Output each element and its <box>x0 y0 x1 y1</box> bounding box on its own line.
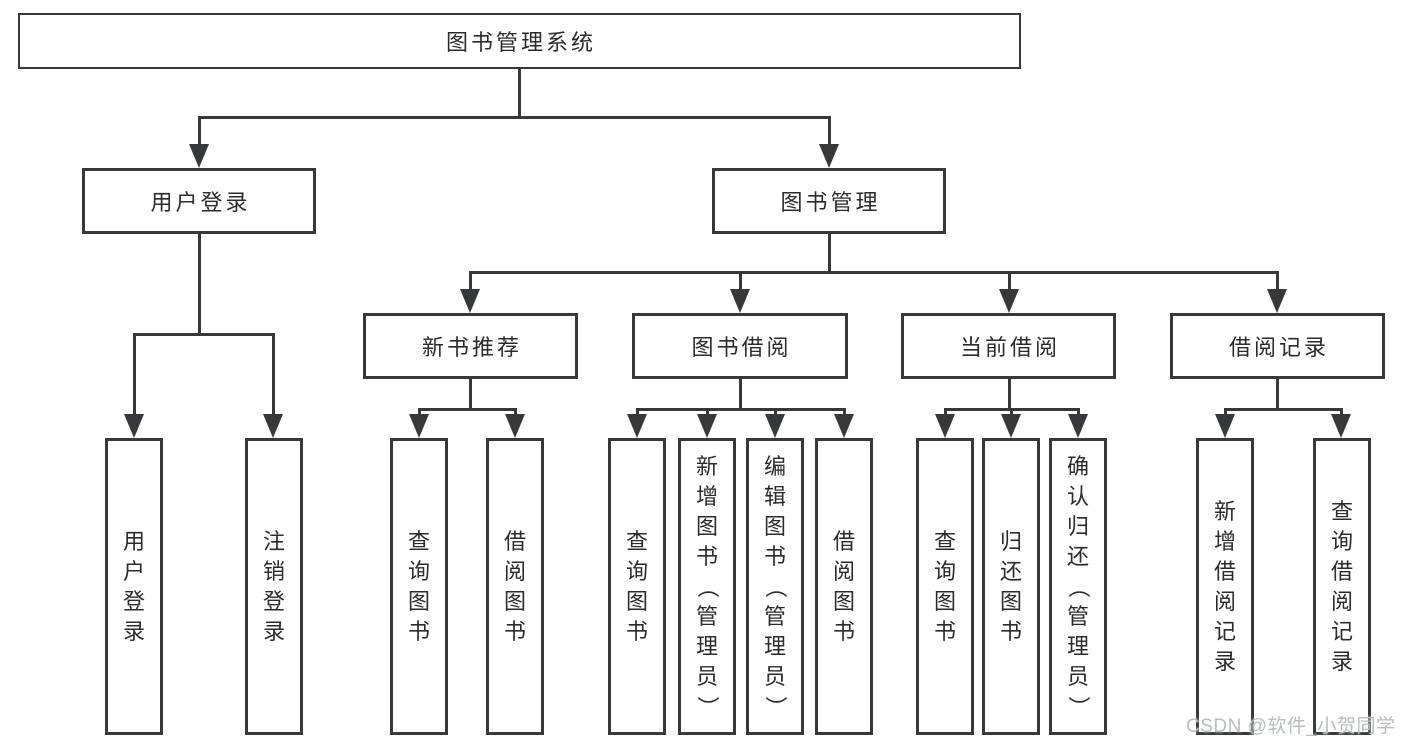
connector-root-stub <box>518 69 521 119</box>
node-label: 借阅图书 <box>503 528 526 644</box>
arrowhead-down-icon <box>627 414 647 438</box>
arrowhead-down-icon <box>409 414 429 438</box>
connector-root-shaft-left <box>198 116 201 150</box>
connector-userlogin-stub <box>198 234 201 336</box>
leaf-query-books-borrowing: 查询图书 <box>608 438 666 735</box>
node-library-management-system: 图书管理系统 <box>18 13 1021 69</box>
node-label: 图书管理 <box>780 190 881 215</box>
connector-borrowing-shaft <box>843 408 846 418</box>
arrowhead-down-icon <box>834 414 854 438</box>
connector-userlogin-shaft <box>133 333 136 418</box>
leaf-add-books-admin: 新增图书（管理员） <box>678 438 736 735</box>
node-label: 图书管理系统 <box>445 30 596 55</box>
connector-userlogin-bar <box>133 333 275 336</box>
leaf-borrow-books-newrec: 借阅图书 <box>486 438 544 735</box>
arrowhead-down-icon <box>1331 414 1351 438</box>
connector-root-bar <box>198 116 831 119</box>
arrowhead-down-icon <box>263 414 283 438</box>
connector-borrowing-stub <box>739 379 742 411</box>
connector-current-shaft <box>1010 408 1013 418</box>
node-label: 新书推荐 <box>421 335 522 360</box>
node-book-borrowing: 图书借阅 <box>632 313 848 379</box>
leaf-add-borrow-record: 新增借阅记录 <box>1196 438 1254 735</box>
leaf-edit-books-admin: 编辑图书（管理员） <box>746 438 804 735</box>
arrowhead-down-icon <box>124 414 144 438</box>
connector-newrec-shaft <box>418 408 421 418</box>
node-label: 查询图书 <box>407 528 430 644</box>
node-user-login: 用户登录 <box>82 168 316 234</box>
csdn-watermark: CSDN @软件_小贺同学 <box>1186 716 1396 737</box>
node-label: 用户登录 <box>150 190 251 215</box>
arrowhead-down-icon <box>819 144 839 168</box>
connector-records-stub <box>1276 379 1279 411</box>
connector-records-shaft <box>1224 408 1227 418</box>
connector-current-stub <box>1008 379 1011 411</box>
connector-newrec-shaft <box>514 408 517 418</box>
node-label: 编辑图书（管理员） <box>762 453 788 718</box>
node-label: 当前借阅 <box>959 335 1060 360</box>
connector-bookmgmt-shaft <box>1276 271 1279 295</box>
node-label: 确认归还（管理员） <box>1065 453 1091 718</box>
node-label: 注销登录 <box>262 528 285 644</box>
connector-newrec-bar <box>418 408 517 411</box>
arrowhead-down-icon <box>697 414 717 438</box>
leaf-query-books-newrec: 查询图书 <box>390 438 448 735</box>
connector-bookmgmt-shaft <box>1008 271 1011 295</box>
arrowhead-down-icon <box>1215 414 1235 438</box>
arrowhead-down-icon <box>505 414 525 438</box>
arrowhead-down-icon <box>460 289 480 313</box>
arrowhead-down-icon <box>1267 289 1287 313</box>
connector-newrec-stub <box>469 379 472 411</box>
node-label: 查询借阅记录 <box>1330 498 1353 674</box>
arrowhead-down-icon <box>999 289 1019 313</box>
leaf-query-books-current: 查询图书 <box>916 438 974 735</box>
node-label: 借阅图书 <box>832 528 855 644</box>
leaf-user-login: 用户登录 <box>105 438 163 735</box>
node-label: 图书借阅 <box>691 335 792 360</box>
node-current-borrowing: 当前借阅 <box>901 313 1116 379</box>
connector-records-shaft <box>1340 408 1343 418</box>
node-new-book-recommendation: 新书推荐 <box>363 313 578 379</box>
connector-current-shaft <box>1077 408 1080 418</box>
node-label: 借阅记录 <box>1228 335 1329 360</box>
node-label: 查询图书 <box>933 528 956 644</box>
leaf-logout: 注销登录 <box>245 438 303 735</box>
node-book-management: 图书管理 <box>712 168 946 234</box>
connector-records-bar <box>1224 408 1343 411</box>
node-label: 新增图书（管理员） <box>694 453 720 718</box>
node-label: 归还图书 <box>999 528 1022 644</box>
leaf-query-borrow-record: 查询借阅记录 <box>1313 438 1371 735</box>
leaf-confirm-return-admin: 确认归还（管理员） <box>1049 438 1107 735</box>
connector-borrowing-shaft <box>636 408 639 418</box>
arrowhead-down-icon <box>189 144 209 168</box>
connector-borrowing-bar <box>636 408 846 411</box>
arrowhead-down-icon <box>765 414 785 438</box>
connector-bookmgmt-shaft <box>739 271 742 295</box>
connector-root-shaft-right <box>828 116 831 150</box>
arrowhead-down-icon <box>1068 414 1088 438</box>
connector-borrowing-shaft <box>706 408 709 418</box>
connector-bookmgmt-bar <box>469 271 1279 274</box>
node-label: 新增借阅记录 <box>1213 498 1236 674</box>
leaf-return-books: 归还图书 <box>982 438 1040 735</box>
arrowhead-down-icon <box>730 289 750 313</box>
leaf-borrow-books-borrowing: 借阅图书 <box>815 438 873 735</box>
arrowhead-down-icon <box>935 414 955 438</box>
connector-borrowing-shaft <box>774 408 777 418</box>
connector-bookmgmt-shaft <box>469 271 472 295</box>
connector-userlogin-shaft <box>272 333 275 418</box>
connector-current-shaft <box>944 408 947 418</box>
node-label: 用户登录 <box>122 528 145 644</box>
connector-bookmgmt-stub <box>828 234 831 274</box>
node-label: 查询图书 <box>625 528 648 644</box>
arrowhead-down-icon <box>1001 414 1021 438</box>
node-borrowing-records: 借阅记录 <box>1170 313 1385 379</box>
